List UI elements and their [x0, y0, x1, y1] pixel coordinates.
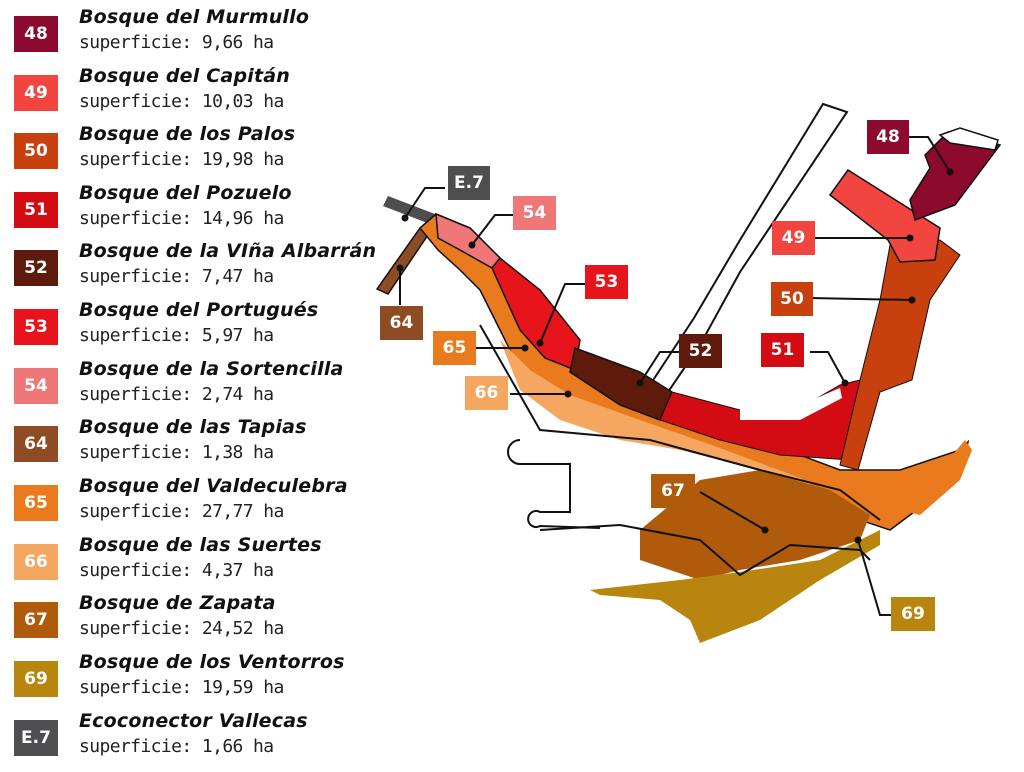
legend: 48 Bosque del Murmullo superficie: 9,66 …: [0, 0, 390, 769]
forest-area: superficie: 10,03 ha: [79, 91, 284, 112]
forest-name: Bosque de Zapata: [79, 592, 276, 614]
forest-area: superficie: 24,52 ha: [79, 618, 284, 639]
road-line: [479, 324, 881, 521]
map-label-69[interactable]: 69: [891, 597, 935, 631]
legend-item-51[interactable]: 51 Bosque del Pozuelo superficie: 14,96 …: [14, 182, 394, 244]
forest-area: superficie: 14,96 ha: [79, 208, 284, 229]
legend-item-E7[interactable]: E.7 Ecoconector Vallecas superficie: 1,6…: [14, 710, 394, 772]
legend-item-49[interactable]: 49 Bosque del Capitán superficie: 10,03 …: [14, 65, 394, 127]
legend-item-48[interactable]: 48 Bosque del Murmullo superficie: 9,66 …: [14, 6, 394, 68]
forest-name: Ecoconector Vallecas: [79, 710, 308, 732]
region-48-top: [938, 127, 999, 151]
region-51-gap: [740, 388, 842, 420]
swatch-49: 49: [14, 75, 58, 111]
swatch-52: 52: [14, 250, 58, 286]
forest-area: superficie: 7,47 ha: [79, 266, 274, 287]
map-label-51[interactable]: 51: [761, 333, 804, 367]
forest-name: Bosque de las Suertes: [79, 534, 322, 556]
forest-area: superficie: 4,37 ha: [79, 560, 274, 581]
legend-item-69[interactable]: 69 Bosque de los Ventorros superficie: 1…: [14, 651, 394, 713]
swatch-64: 64: [14, 426, 58, 462]
map-label-52[interactable]: 52: [679, 334, 722, 368]
legend-item-54[interactable]: 54 Bosque de la Sortencilla superficie: …: [14, 358, 394, 420]
legend-item-66[interactable]: 66 Bosque de las Suertes superficie: 4,3…: [14, 534, 394, 596]
map-label-67[interactable]: 67: [651, 474, 695, 508]
forest-name: Bosque de la VIña Albarrán: [79, 240, 377, 262]
legend-item-52[interactable]: 52 Bosque de la VIña Albarrán superficie…: [14, 240, 394, 302]
legend-item-53[interactable]: 53 Bosque del Portugués superficie: 5,97…: [14, 299, 394, 361]
forest-area: superficie: 1,38 ha: [79, 442, 274, 463]
map-label-64[interactable]: 64: [380, 306, 423, 340]
forest-area: superficie: 19,98 ha: [79, 149, 284, 170]
map-label-49[interactable]: 49: [772, 221, 815, 255]
legend-item-64[interactable]: 64 Bosque de las Tapias superficie: 1,38…: [14, 416, 394, 478]
region-E7: [383, 196, 435, 224]
forest-area: superficie: 2,74 ha: [79, 384, 274, 405]
swatch-67: 67: [14, 602, 58, 638]
map-label-54[interactable]: 54: [513, 196, 556, 230]
forest-name: Bosque del Capitán: [79, 65, 290, 87]
map-label-48[interactable]: 48: [867, 120, 909, 154]
swatch-65: 65: [14, 485, 58, 521]
map-label-53[interactable]: 53: [585, 265, 628, 299]
forest-name: Bosque de los Palos: [79, 123, 296, 145]
legend-item-50[interactable]: 50 Bosque de los Palos superficie: 19,98…: [14, 123, 394, 185]
forest-name: Bosque de los Ventorros: [79, 651, 345, 673]
map-label-E7[interactable]: E.7: [448, 166, 490, 200]
map-label-66[interactable]: 66: [465, 376, 508, 410]
legend-item-67[interactable]: 67 Bosque de Zapata superficie: 24,52 ha: [14, 592, 394, 654]
region-69: [590, 530, 880, 643]
forest-area: superficie: 27,77 ha: [79, 501, 284, 522]
forest-area: superficie: 19,59 ha: [79, 677, 284, 698]
legend-item-65[interactable]: 65 Bosque del Valdeculebra superficie: 2…: [14, 475, 394, 537]
region-65-tail: [900, 440, 972, 515]
forest-name: Bosque del Murmullo: [79, 6, 310, 28]
swatch-54: 54: [14, 368, 58, 404]
region-53: [491, 256, 581, 372]
swatch-E7: E.7: [14, 720, 58, 756]
forest-name: Bosque del Portugués: [79, 299, 319, 321]
forest-area: superficie: 9,66 ha: [79, 32, 274, 53]
forest-area: superficie: 1,66 ha: [79, 736, 274, 757]
forest-name: Bosque de la Sortencilla: [79, 358, 344, 380]
map-label-50[interactable]: 50: [771, 282, 813, 316]
road-loop: [507, 439, 601, 529]
forest-area: superficie: 5,97 ha: [79, 325, 274, 346]
swatch-66: 66: [14, 544, 58, 580]
forest-name: Bosque del Pozuelo: [79, 182, 292, 204]
region-66: [500, 340, 860, 512]
forest-name: Bosque de las Tapias: [79, 416, 307, 438]
swatch-51: 51: [14, 192, 58, 228]
map-label-65[interactable]: 65: [433, 331, 476, 365]
swatch-53: 53: [14, 309, 58, 345]
swatch-69: 69: [14, 661, 58, 697]
swatch-48: 48: [14, 16, 58, 52]
swatch-50: 50: [14, 133, 58, 169]
road-strip-outline: [637, 102, 849, 402]
forest-name: Bosque del Valdeculebra: [79, 475, 348, 497]
region-50: [839, 239, 961, 471]
